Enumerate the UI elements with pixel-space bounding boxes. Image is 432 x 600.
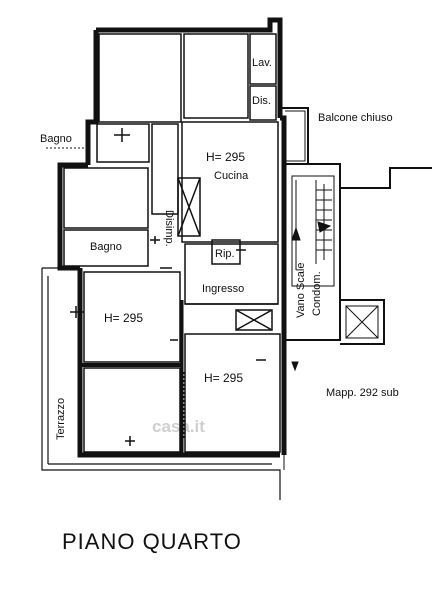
partitions xyxy=(63,33,281,453)
label-room-height-1: H= 295 xyxy=(104,311,143,325)
dashed-openings xyxy=(46,147,185,440)
stairwell xyxy=(283,163,432,470)
label-bagno: Bagno xyxy=(90,241,122,253)
label-room-height-2: H= 295 xyxy=(204,371,243,385)
label-disimp: Disimp. xyxy=(163,210,175,247)
label-vano-scale: Vano Scale xyxy=(295,263,307,318)
label-bagno-outside: Bagno xyxy=(40,133,72,145)
label-lav: Lav. xyxy=(252,57,272,69)
label-terrazzo: Terrazzo xyxy=(55,398,67,440)
floor-title: PIANO QUARTO xyxy=(62,529,242,554)
stair-details xyxy=(291,180,332,372)
label-cucina: Cucina xyxy=(214,170,249,182)
label-dis: Dis. xyxy=(252,95,271,107)
terrazzo-outline xyxy=(41,267,281,500)
label-ingresso: Ingresso xyxy=(202,283,244,295)
label-balcone-chiuso: Balcone chiuso xyxy=(318,112,393,124)
label-mapp: Mapp. 292 sub xyxy=(326,387,399,399)
label-condom: Condom. xyxy=(311,271,323,316)
label-rip: Rip. xyxy=(215,248,235,260)
walls xyxy=(57,17,287,458)
label-cucina-height: H= 295 xyxy=(206,150,245,164)
watermark: casa.it xyxy=(152,417,205,436)
